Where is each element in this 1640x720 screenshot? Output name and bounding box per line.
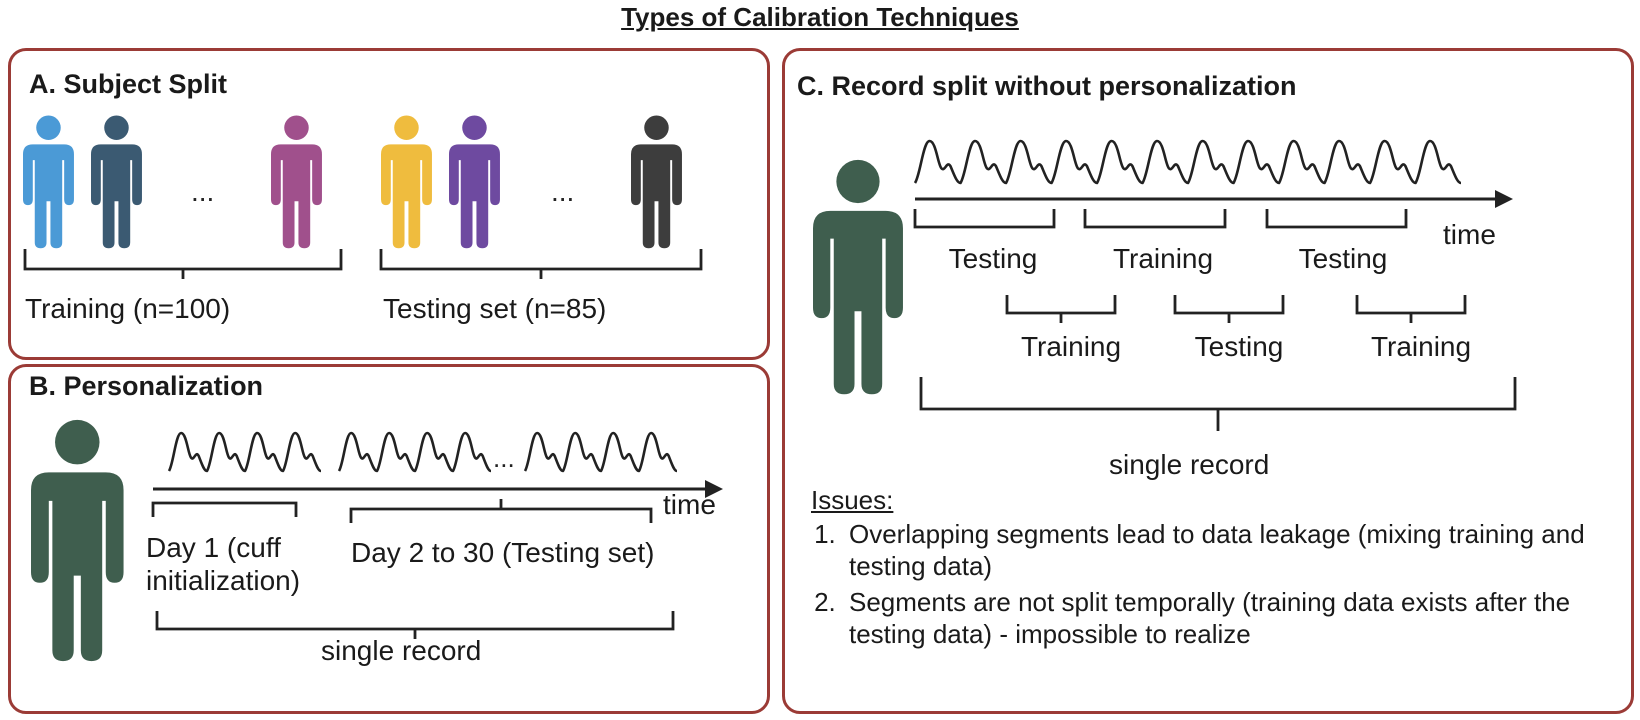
- issues-heading: Issues:: [811, 485, 894, 515]
- person-icon-testing-1: [381, 115, 432, 249]
- single-record-label-c: single record: [1109, 449, 1270, 480]
- bracket-single-record-b: [155, 611, 675, 639]
- ellipsis-training: ...: [191, 176, 214, 207]
- bracket-day2: [349, 499, 653, 523]
- waveform-record: [913, 139, 1462, 185]
- bracket-training: [23, 249, 343, 279]
- day2-label: Day 2 to 30 (Testing set): [351, 537, 655, 568]
- segment-top-2: Training: [1112, 243, 1214, 274]
- issue-item-2: Segments are not split temporally (train…: [843, 586, 1603, 650]
- segment-top-1: Testing: [948, 243, 1038, 274]
- panel-subject-split: A. Subject Split ...... Training (n=100)…: [8, 48, 770, 360]
- person-icon-training-n: [271, 115, 322, 249]
- person-icon-training-2: [91, 115, 142, 249]
- time-axis-c: [915, 190, 1513, 208]
- bracket-single-record-c: [919, 377, 1517, 431]
- issue-item-1: Overlapping segments lead to data leakag…: [843, 518, 1603, 582]
- panel-b-heading: B. Personalization: [29, 371, 264, 401]
- waveform-day2: [337, 431, 492, 473]
- day1-label-line2: initialization): [146, 565, 301, 596]
- segment-bottom-2: Testing: [1194, 331, 1284, 362]
- training-set-label: Training (n=100): [25, 293, 231, 324]
- person-icon-record-split: [813, 159, 903, 395]
- segment-bottom-3: Training: [1370, 331, 1472, 362]
- person-icon-personalization: [31, 419, 124, 662]
- segment-top-3: Testing: [1298, 243, 1388, 274]
- person-icon-testing-2: [449, 115, 500, 249]
- panel-a-graphics: ......: [23, 115, 703, 279]
- bracket-top-3: [1265, 209, 1408, 229]
- person-icon-testing-n: [631, 115, 682, 249]
- panel-b-graphics: ...: [31, 419, 723, 662]
- ellipsis-testing: ...: [551, 176, 574, 207]
- issues-list: Overlapping segments lead to data leakag…: [785, 518, 1603, 650]
- panel-personalization: B. Personalization ... time Day 1 (cuff …: [8, 364, 770, 714]
- bracket-top-1: [913, 209, 1056, 229]
- bracket-bottom-1: [1005, 295, 1117, 323]
- single-record-label-b: single record: [321, 635, 482, 666]
- waveform-day1: [167, 431, 322, 473]
- bracket-day1: [151, 501, 298, 517]
- time-label-c: time: [1443, 219, 1496, 250]
- panel-c-heading: C. Record split without personalization: [797, 71, 1297, 101]
- bracket-testing: [379, 249, 703, 279]
- bracket-bottom-2: [1173, 295, 1285, 323]
- panel-record-split: C. Record split without personalization …: [782, 48, 1634, 714]
- time-label-b: time: [663, 489, 716, 520]
- bracket-bottom-3: [1355, 295, 1467, 323]
- panel-c-graphics: [813, 139, 1517, 431]
- waveform-day30: [523, 431, 678, 473]
- page-title: Types of Calibration Techniques: [621, 2, 1019, 32]
- ellipsis-days: ...: [493, 443, 515, 473]
- testing-set-label: Testing set (n=85): [383, 293, 607, 324]
- bracket-top-2: [1083, 209, 1227, 229]
- panel-a-heading: A. Subject Split: [29, 69, 228, 99]
- person-icon-training-1: [23, 115, 74, 249]
- day1-label-line1: Day 1 (cuff: [146, 532, 281, 563]
- time-axis-b: [153, 480, 723, 498]
- day1-label: Day 1 (cuff initialization): [146, 531, 300, 597]
- segment-bottom-1: Training: [1020, 331, 1122, 362]
